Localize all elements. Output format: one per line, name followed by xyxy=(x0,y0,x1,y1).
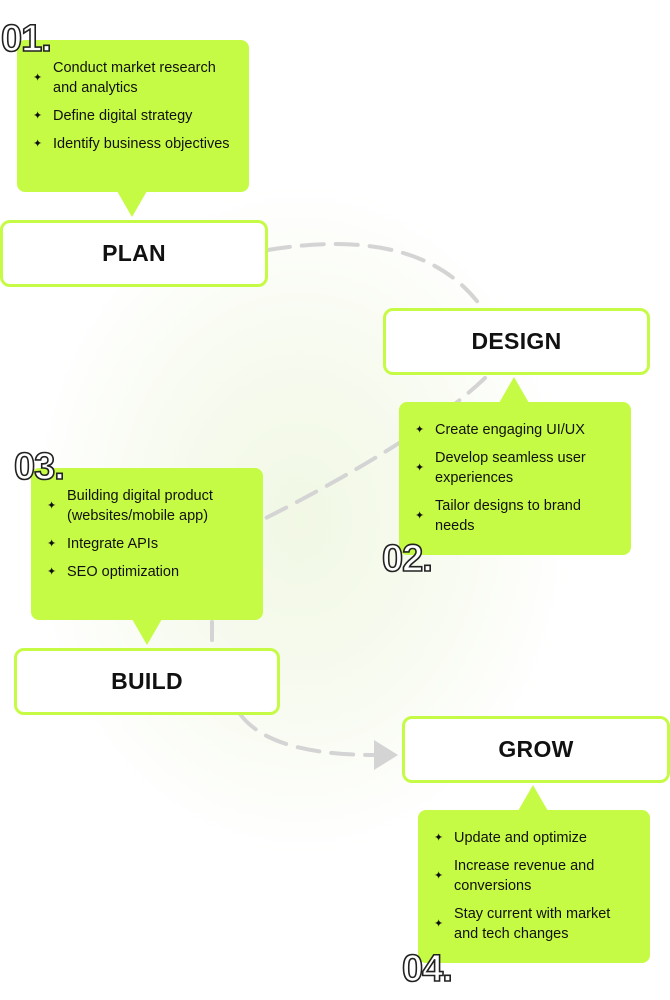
list-item: ✦Stay current with market and tech chang… xyxy=(434,906,611,942)
sparkle-icon: ✦ xyxy=(33,138,43,150)
grow-details-card: ✦Update and optimize ✦Increase revenue a… xyxy=(418,810,650,963)
sparkle-icon: ✦ xyxy=(434,870,444,882)
list-item: ✦Create engaging UI/UX xyxy=(415,422,585,438)
sparkle-icon: ✦ xyxy=(33,110,43,122)
list-item: ✦Building digital product (websites/mobi… xyxy=(47,488,213,524)
list-item: ✦SEO optimization xyxy=(47,564,180,580)
list-item: ✦Integrate APIs xyxy=(47,536,159,552)
stage-build: BUILD xyxy=(14,648,280,715)
build-card-pointer xyxy=(132,619,162,645)
sparkle-icon: ✦ xyxy=(434,918,444,930)
list-item: ✦Identify business objectives xyxy=(33,136,230,152)
sparkle-icon: ✦ xyxy=(415,424,425,436)
plan-details-card: ✦Conduct market research and analytics ✦… xyxy=(17,40,249,192)
list-item: ✦Develop seamless user experiences xyxy=(415,450,586,486)
list-item: ✦Conduct market research and analytics xyxy=(33,60,216,96)
step-number-02: 02. xyxy=(381,538,433,580)
sparkle-icon: ✦ xyxy=(47,500,57,512)
design-details-card: ✦Create engaging UI/UX ✦Develop seamless… xyxy=(399,402,631,555)
list-item: ✦Increase revenue and conversions xyxy=(434,858,595,894)
connector-build-grow xyxy=(238,712,377,757)
sparkle-icon: ✦ xyxy=(47,538,57,550)
design-card-pointer xyxy=(499,377,529,403)
grow-card-pointer xyxy=(518,785,548,811)
list-item: ✦Tailor designs to brand needs xyxy=(415,498,581,534)
sparkle-icon: ✦ xyxy=(415,462,425,474)
sparkle-icon: ✦ xyxy=(33,72,43,84)
step-number-03: 03. xyxy=(13,446,65,488)
sparkle-icon: ✦ xyxy=(415,510,425,522)
build-details-card: ✦Building digital product (websites/mobi… xyxy=(31,468,263,620)
stage-plan: PLAN xyxy=(0,220,268,287)
step-number-04: 04. xyxy=(401,948,453,990)
list-item: ✦Update and optimize xyxy=(434,830,587,846)
plan-card-pointer xyxy=(117,191,147,217)
list-item: ✦Define digital strategy xyxy=(33,108,193,124)
step-number-01: 01. xyxy=(0,18,52,60)
stage-design: DESIGN xyxy=(383,308,650,375)
sparkle-icon: ✦ xyxy=(47,566,57,578)
sparkle-icon: ✦ xyxy=(434,832,444,844)
arrowhead-icon xyxy=(374,740,398,770)
stage-grow: GROW xyxy=(402,716,670,783)
connector-plan-design xyxy=(266,242,482,307)
